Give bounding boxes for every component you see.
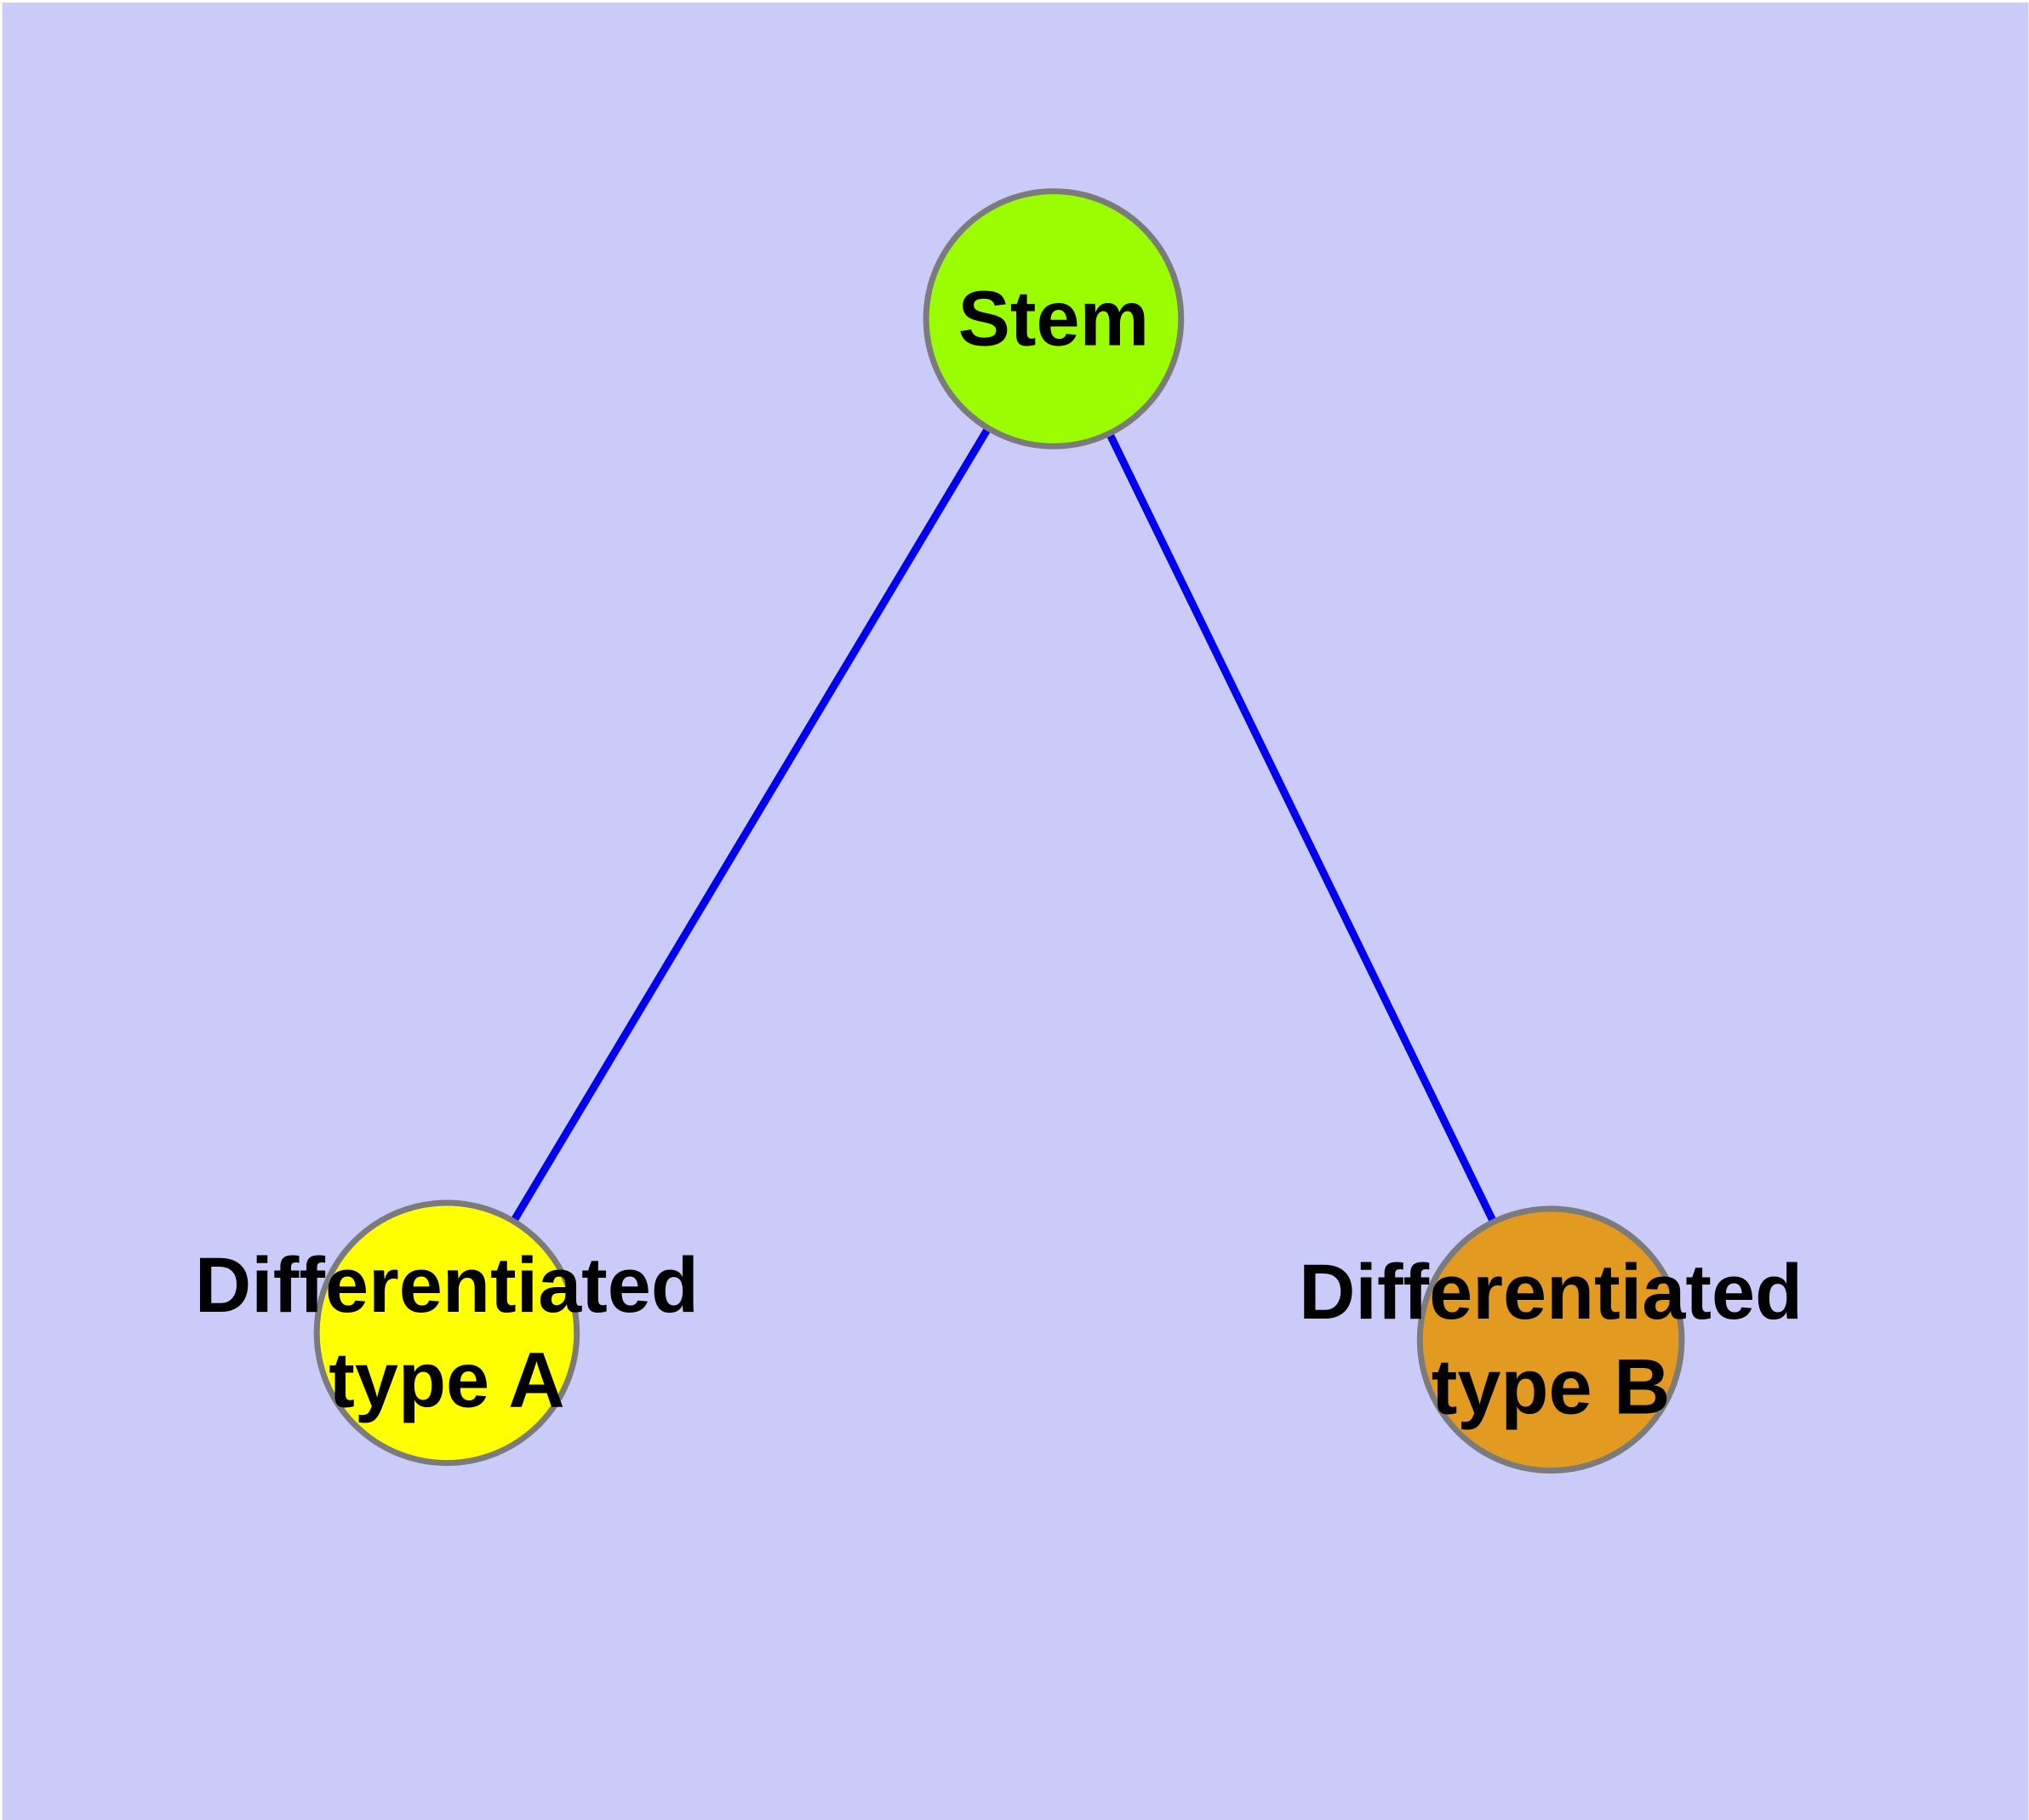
edge-stem-to-differentiated-type-b xyxy=(1049,317,1555,1342)
node-label-stem: Stem xyxy=(958,275,1150,362)
node-circle-stem xyxy=(923,188,1185,449)
node-circle-differentiated-type-b xyxy=(1416,1205,1685,1474)
node-circle-differentiated-type-a xyxy=(313,1199,580,1467)
node-stem: Stem xyxy=(923,188,1185,449)
edge-stem-to-differentiated-type-a xyxy=(443,317,1057,1336)
